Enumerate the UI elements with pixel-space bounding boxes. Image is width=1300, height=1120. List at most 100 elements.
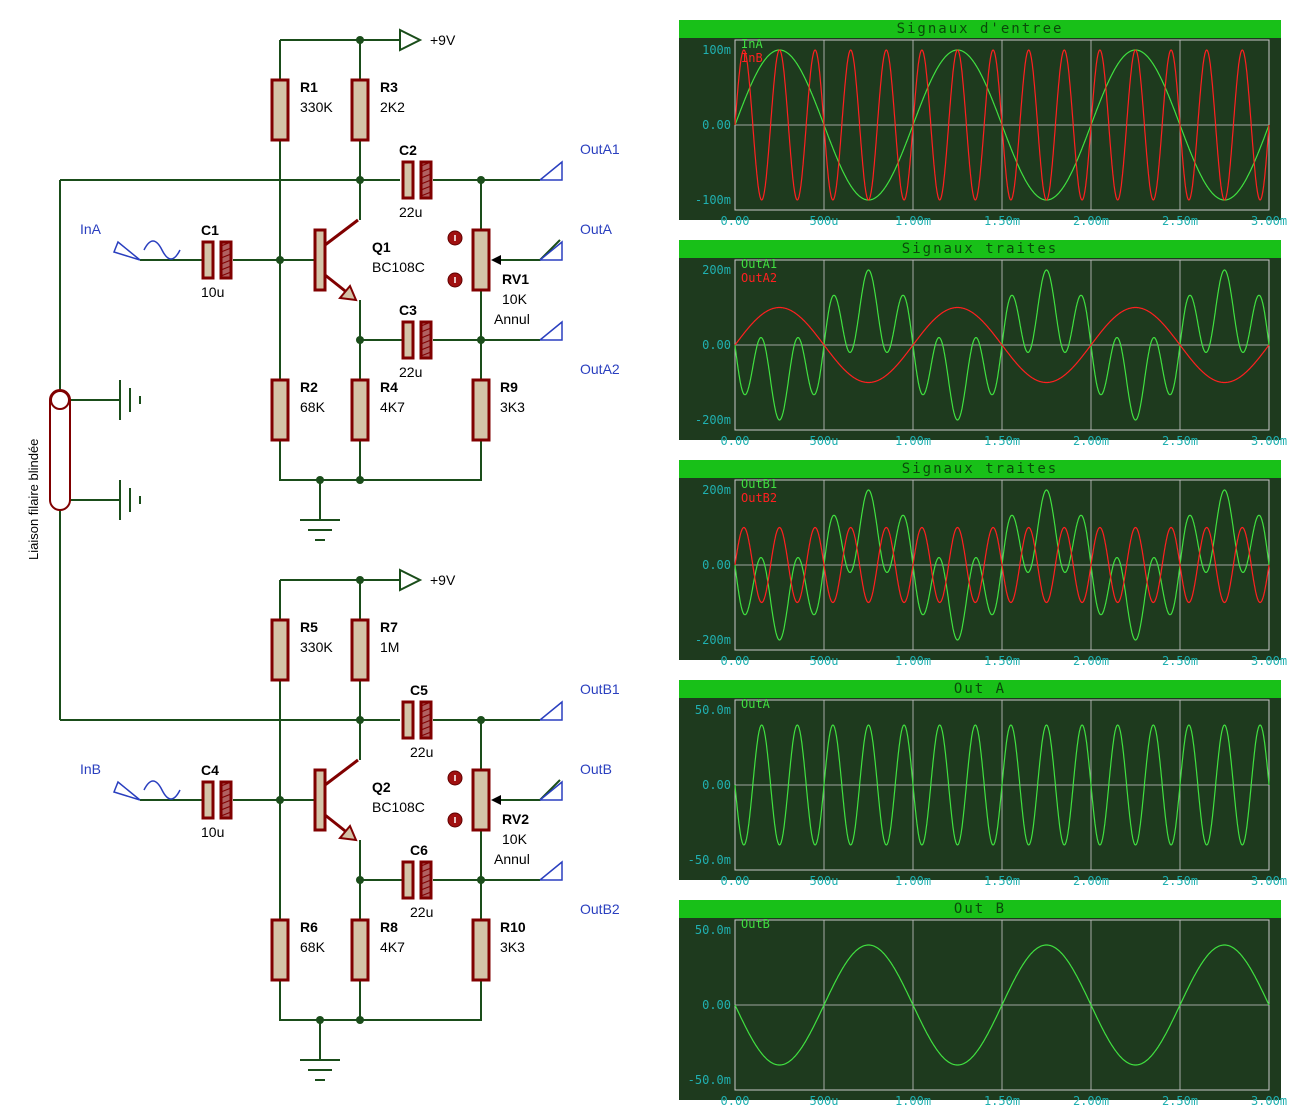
label-q1-value: BC108C (372, 259, 425, 275)
label-r3-name: R3 (380, 79, 398, 95)
cable-label: Liaison filaire blindée (26, 439, 41, 560)
label-r9-name: R9 (500, 379, 518, 395)
graph-title: Signaux traites (679, 240, 1281, 258)
label-c6-name: C6 (410, 842, 428, 858)
y-tick-label: -200m (695, 413, 731, 427)
port-label-outb: OutB (580, 761, 612, 777)
transistor-q1 (313, 218, 359, 302)
series-line-outa2 (734, 306, 1270, 384)
graph-title: Signaux d'entree (679, 20, 1281, 38)
port-arrow-outb1 (539, 700, 563, 721)
label-c3-name: C3 (399, 302, 417, 318)
x-tick-label: 2.50m (1162, 434, 1198, 448)
series-line-outb2 (734, 526, 1270, 604)
capacitor-plate-c5 (401, 700, 415, 740)
resistor-r2 (270, 378, 290, 442)
x-tick-label: 2.00m (1073, 214, 1109, 228)
resistor-r7 (350, 618, 370, 682)
label-r7-name: R7 (380, 619, 398, 635)
y-tick-label: 0.00 (702, 338, 731, 352)
series-line-outb (734, 944, 1270, 1066)
x-tick-label: 1.00m (895, 1094, 931, 1108)
x-tick-label: 2.00m (1073, 654, 1109, 668)
graph-title: Out A (679, 680, 1281, 698)
junction-dot (276, 796, 284, 804)
x-tick-label: 1.00m (895, 434, 931, 448)
label-c4-name: C4 (201, 762, 219, 778)
x-tick-label: 1.00m (895, 654, 931, 668)
label-c2-name: C2 (399, 142, 417, 158)
label-r4-name: R4 (380, 379, 398, 395)
junction-dot (276, 256, 284, 264)
x-tick-label: 1.50m (984, 874, 1020, 888)
y-tick-label: 0.00 (702, 998, 731, 1012)
port-label-outa2: OutA2 (580, 361, 620, 377)
legend-outa: OutA (741, 697, 771, 711)
x-tick-label: 0.00 (721, 214, 750, 228)
label-rv2-extra: Annul (494, 851, 530, 867)
x-tick-label: 0.00 (721, 654, 750, 668)
label-rv2-name: RV2 (502, 811, 529, 827)
x-tick-label: 2.50m (1162, 874, 1198, 888)
port-arrow-outa (539, 240, 563, 261)
graph-title: Signaux traites (679, 460, 1281, 478)
capacitor-plate-c6 (401, 860, 415, 900)
label-q2-value: BC108C (372, 799, 425, 815)
y-tick-label: 50.0m (695, 703, 731, 717)
label-r4-value: 4K7 (380, 399, 405, 415)
shield-ground-icon (119, 380, 141, 420)
x-tick-label: 0.00 (721, 874, 750, 888)
x-tick-label: 1.50m (984, 214, 1020, 228)
y-tick-label: 200m (702, 483, 731, 497)
label-r2-value: 68K (300, 399, 326, 415)
supply-label: +9V (430, 32, 456, 48)
resistor-r5 (270, 618, 290, 682)
resistor-r3 (350, 78, 370, 142)
x-tick-label: 2.00m (1073, 1094, 1109, 1108)
port-label-inb: InB (80, 761, 101, 777)
x-tick-label: 2.50m (1162, 214, 1198, 228)
port-arrow-outa2 (539, 320, 563, 341)
label-rv1-extra: Annul (494, 311, 530, 327)
label-r10-value: 3K3 (500, 939, 525, 955)
x-tick-label: 3.00m (1251, 214, 1287, 228)
wiper-arrow-icon (491, 255, 501, 265)
label-c4-value: 10u (201, 824, 224, 840)
y-tick-label: 0.00 (702, 778, 731, 792)
x-tick-label: 3.00m (1251, 874, 1287, 888)
label-rv1-name: RV1 (502, 271, 529, 287)
x-tick-label: 500u (810, 874, 839, 888)
legend-outb: OutB (741, 917, 770, 931)
junction-dot (477, 336, 485, 344)
ground-icon (300, 519, 340, 541)
y-tick-label: -50.0m (688, 853, 731, 867)
resistor-r1 (270, 78, 290, 142)
x-tick-label: 0.00 (721, 1094, 750, 1108)
port-label-outa: OutA (580, 221, 613, 237)
port-label-outb1: OutB1 (580, 681, 620, 697)
x-tick-label: 1.00m (895, 214, 931, 228)
x-tick-label: 0.00 (721, 434, 750, 448)
x-tick-label: 1.50m (984, 1094, 1020, 1108)
label-r7-value: 1M (380, 639, 399, 655)
port-arrow-ina (113, 240, 141, 261)
label-r8-value: 4K7 (380, 939, 405, 955)
y-tick-label: 0.00 (702, 558, 731, 572)
potentiometer-rv1 (447, 228, 491, 292)
label-rv1-value: 10K (502, 291, 528, 307)
x-tick-label: 3.00m (1251, 654, 1287, 668)
x-tick-label: 1.50m (984, 654, 1020, 668)
capacitor-plate-c1 (201, 240, 215, 280)
x-tick-label: 3.00m (1251, 434, 1287, 448)
wire (279, 980, 482, 1021)
label-r8-name: R8 (380, 919, 398, 935)
supply-label: +9V (430, 572, 456, 588)
label-c1-value: 10u (201, 284, 224, 300)
